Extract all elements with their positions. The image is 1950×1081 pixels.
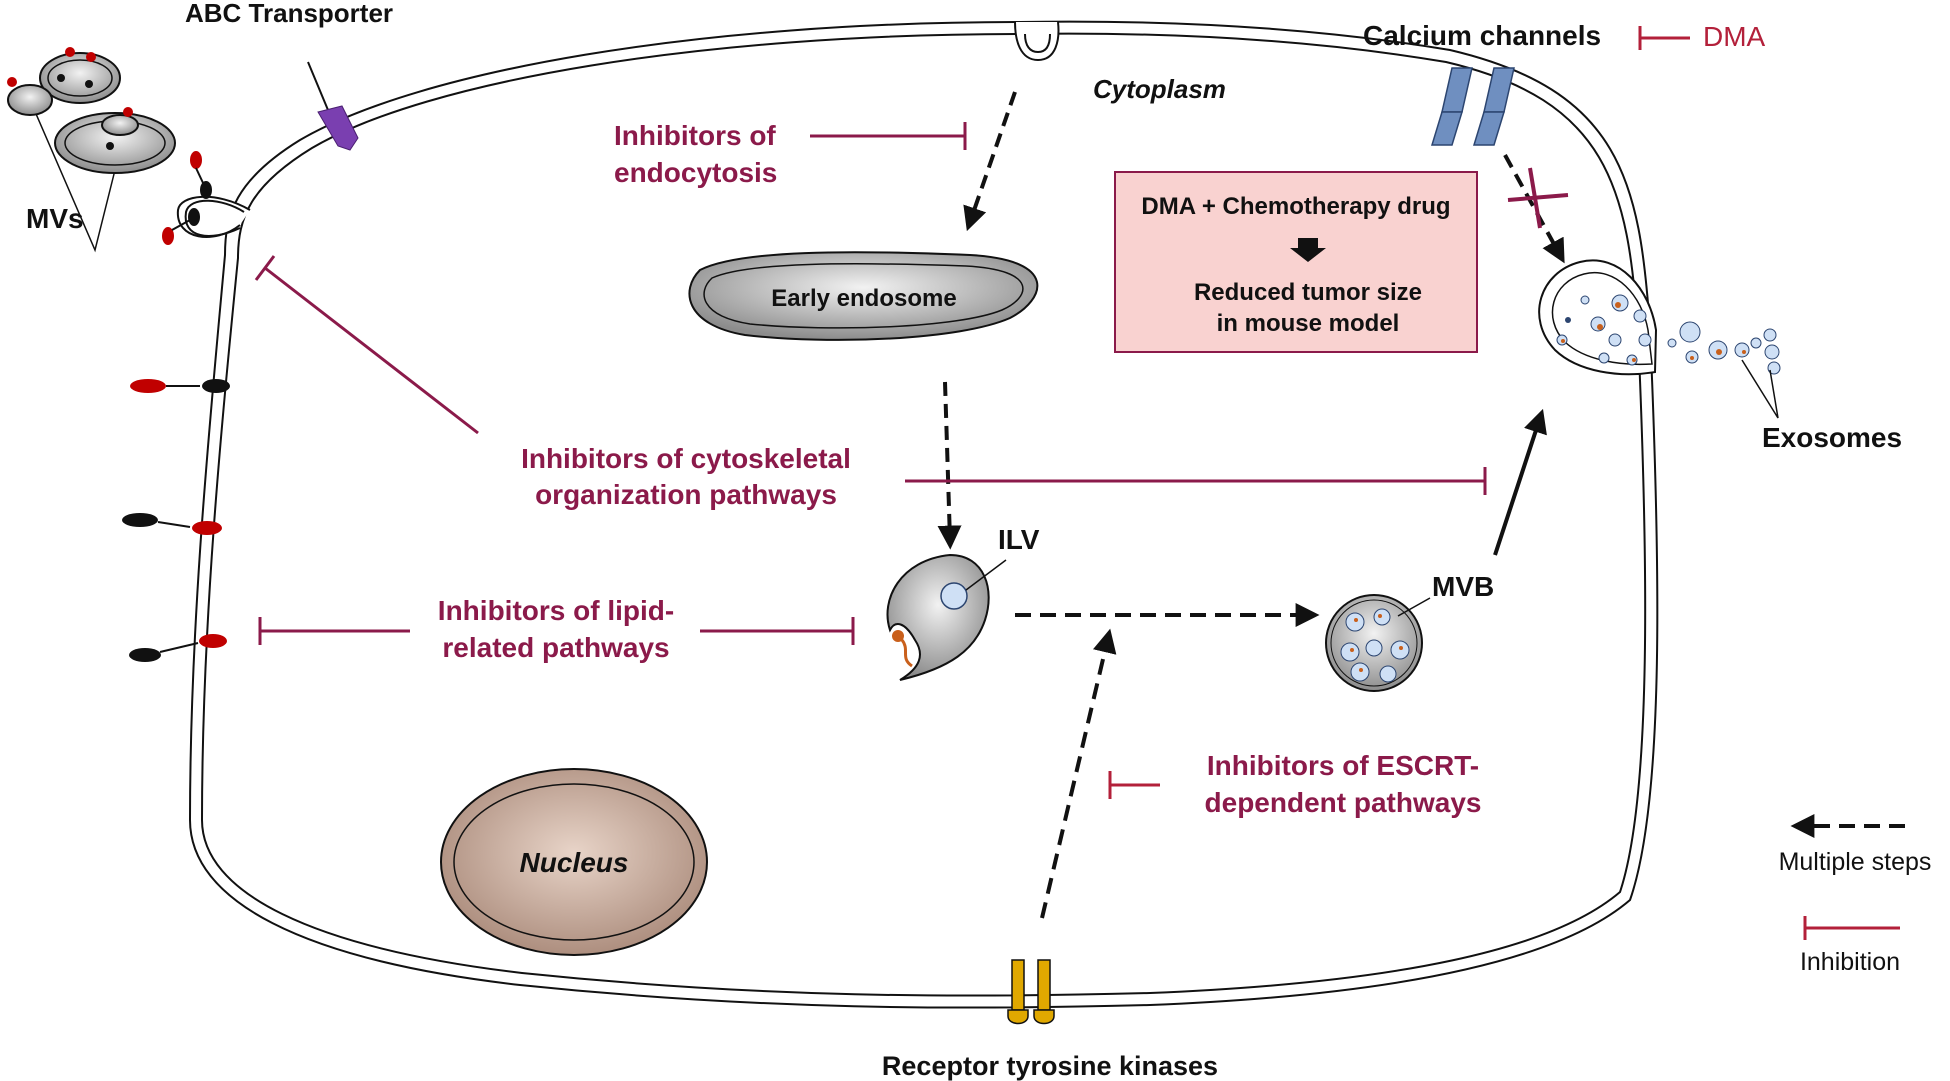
endocytosis-inhibition-bar [810, 122, 967, 150]
dma-box-line-3: in mouse model [1217, 310, 1400, 337]
early-endosome: Early endosome [688, 251, 1039, 341]
dma-box: DMA + Chemotherapy drug Reduced tumor si… [1114, 171, 1478, 353]
mvb-to-exosome-arrow [1493, 408, 1547, 556]
cytoskeletal-inhibition-bar-right [905, 467, 1487, 495]
cell-membrane [188, 20, 1659, 1009]
legend-multiple-steps-label: Multiple steps [1779, 848, 1932, 876]
lipid-inhibition-bar-right [700, 617, 855, 645]
mvs-label: MVs [26, 203, 84, 234]
escrt-inhibitor-label-2: dependent pathways [1205, 787, 1482, 818]
exosomes-label: Exosomes [1762, 422, 1902, 453]
ilv-endosome [886, 553, 1007, 681]
legend-inhibition-bar-icon [1803, 916, 1900, 940]
abc-transporter: ABC Transporter [185, 0, 393, 151]
mvb-label: MVB [1432, 571, 1494, 602]
nucleus: Nucleus [440, 768, 708, 956]
escrt-inhibition-bar [1108, 771, 1160, 799]
mvs-cluster [7, 47, 176, 253]
lipid-inhibition-bar-left [258, 617, 410, 645]
mv-budding [162, 151, 251, 245]
lipid-inhibitor-label-2: related pathways [442, 632, 669, 663]
nucleus-label: Nucleus [520, 847, 629, 878]
endocytosis-dashed-arrow [963, 91, 1017, 232]
ilv-label: ILV [998, 524, 1040, 555]
legend: Multiple steps Inhibition [1779, 814, 1932, 976]
cytoskeletal-inhibition-bar-left [254, 255, 479, 435]
calcium-channels-label: Calcium channels [1363, 20, 1601, 51]
mvb [1325, 594, 1431, 692]
blocked-x-icon [1507, 167, 1569, 229]
abc-transporter-label: ABC Transporter [185, 0, 393, 28]
exosome-pocket [1538, 259, 1658, 376]
endocytic-pit [1014, 21, 1060, 62]
endosome-dashed-arrow [937, 381, 962, 550]
early-endosome-label: Early endosome [771, 285, 956, 312]
escrt-inhibitor-label-1: Inhibitors of ESCRT- [1207, 750, 1479, 781]
membrane-receptors-left [122, 379, 230, 662]
dma-label: DMA [1703, 21, 1766, 52]
lipid-inhibitor-label-1: Inhibitors of lipid- [438, 595, 674, 626]
endocytosis-inhibitor-label-1: Inhibitors of [614, 120, 776, 151]
rtk-label: Receptor tyrosine kinases [882, 1051, 1218, 1081]
dma-box-line-2: Reduced tumor size [1194, 279, 1422, 306]
released-exosomes [1667, 321, 1781, 419]
dma-inhibition-bar [1638, 26, 1690, 50]
calcium-channel [1430, 67, 1515, 146]
rtk-dashed-arrow [1040, 628, 1117, 919]
cytoskeletal-inhibitor-label-2: organization pathways [535, 479, 837, 510]
endocytosis-inhibitor-label-2: endocytosis [614, 157, 777, 188]
calcium-dashed-arrow [1503, 154, 1565, 264]
dma-box-down-arrow-icon [1290, 238, 1326, 262]
dma-box-line-1: DMA + Chemotherapy drug [1141, 193, 1450, 220]
receptor-tyrosine-kinase [1007, 959, 1055, 1025]
cytoskeletal-inhibitor-label-1: Inhibitors of cytoskeletal [521, 443, 851, 474]
cytoplasm-label: Cytoplasm [1093, 74, 1226, 104]
legend-inhibition-label: Inhibition [1800, 948, 1900, 976]
